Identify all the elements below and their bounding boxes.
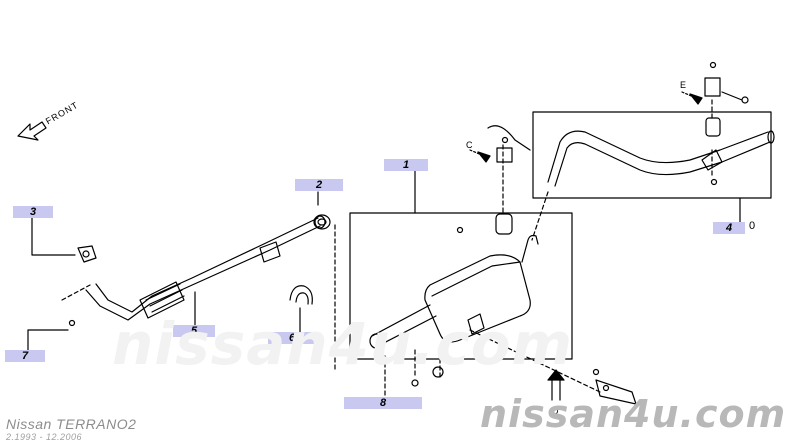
callout-4[interactable]: 4 — [713, 222, 745, 234]
callout-8[interactable]: 8 — [344, 397, 422, 409]
view-letter-d: D — [552, 406, 559, 416]
view-arrow-c-icon — [469, 149, 491, 163]
model-dates: 2.1993 - 12.2006 — [6, 432, 83, 442]
front-arrow-icon — [17, 121, 47, 141]
alignment-lines — [61, 99, 713, 393]
view-arrow-d-icon — [547, 369, 565, 401]
callout-5[interactable]: 5 — [173, 325, 215, 337]
callout-7[interactable]: 7 — [5, 350, 45, 362]
callout-4-suffix: 0 — [749, 220, 756, 232]
center-hanger — [487, 125, 531, 235]
muffler — [369, 234, 539, 349]
gasket-part-2 — [313, 214, 331, 230]
view-letter-c: C — [466, 140, 473, 150]
rear-hanger-bracket — [701, 77, 749, 171]
callout-3[interactable]: 3 — [13, 206, 53, 218]
callout-2[interactable]: 2 — [295, 179, 343, 191]
callout-6[interactable]: 6 — [268, 332, 316, 344]
view-letter-e: E — [680, 80, 687, 90]
bolts — [68, 61, 718, 392]
watermark-center: nissan4u.com — [112, 310, 573, 378]
watermark-corner: nissan4u.com — [480, 392, 787, 436]
clamp-part-6 — [289, 285, 313, 305]
gasket-part-3 — [77, 245, 97, 263]
tail-pipe — [547, 130, 775, 187]
part-1-box — [349, 212, 573, 360]
front-pipe — [85, 215, 326, 321]
model-title: Nissan TERRANO2 — [6, 416, 137, 432]
bracket-d — [595, 379, 637, 405]
view-arrow-e-icon — [681, 91, 703, 105]
part-4-box — [532, 111, 772, 199]
leader-lines — [27, 169, 741, 396]
callout-1[interactable]: 1 — [384, 159, 428, 171]
